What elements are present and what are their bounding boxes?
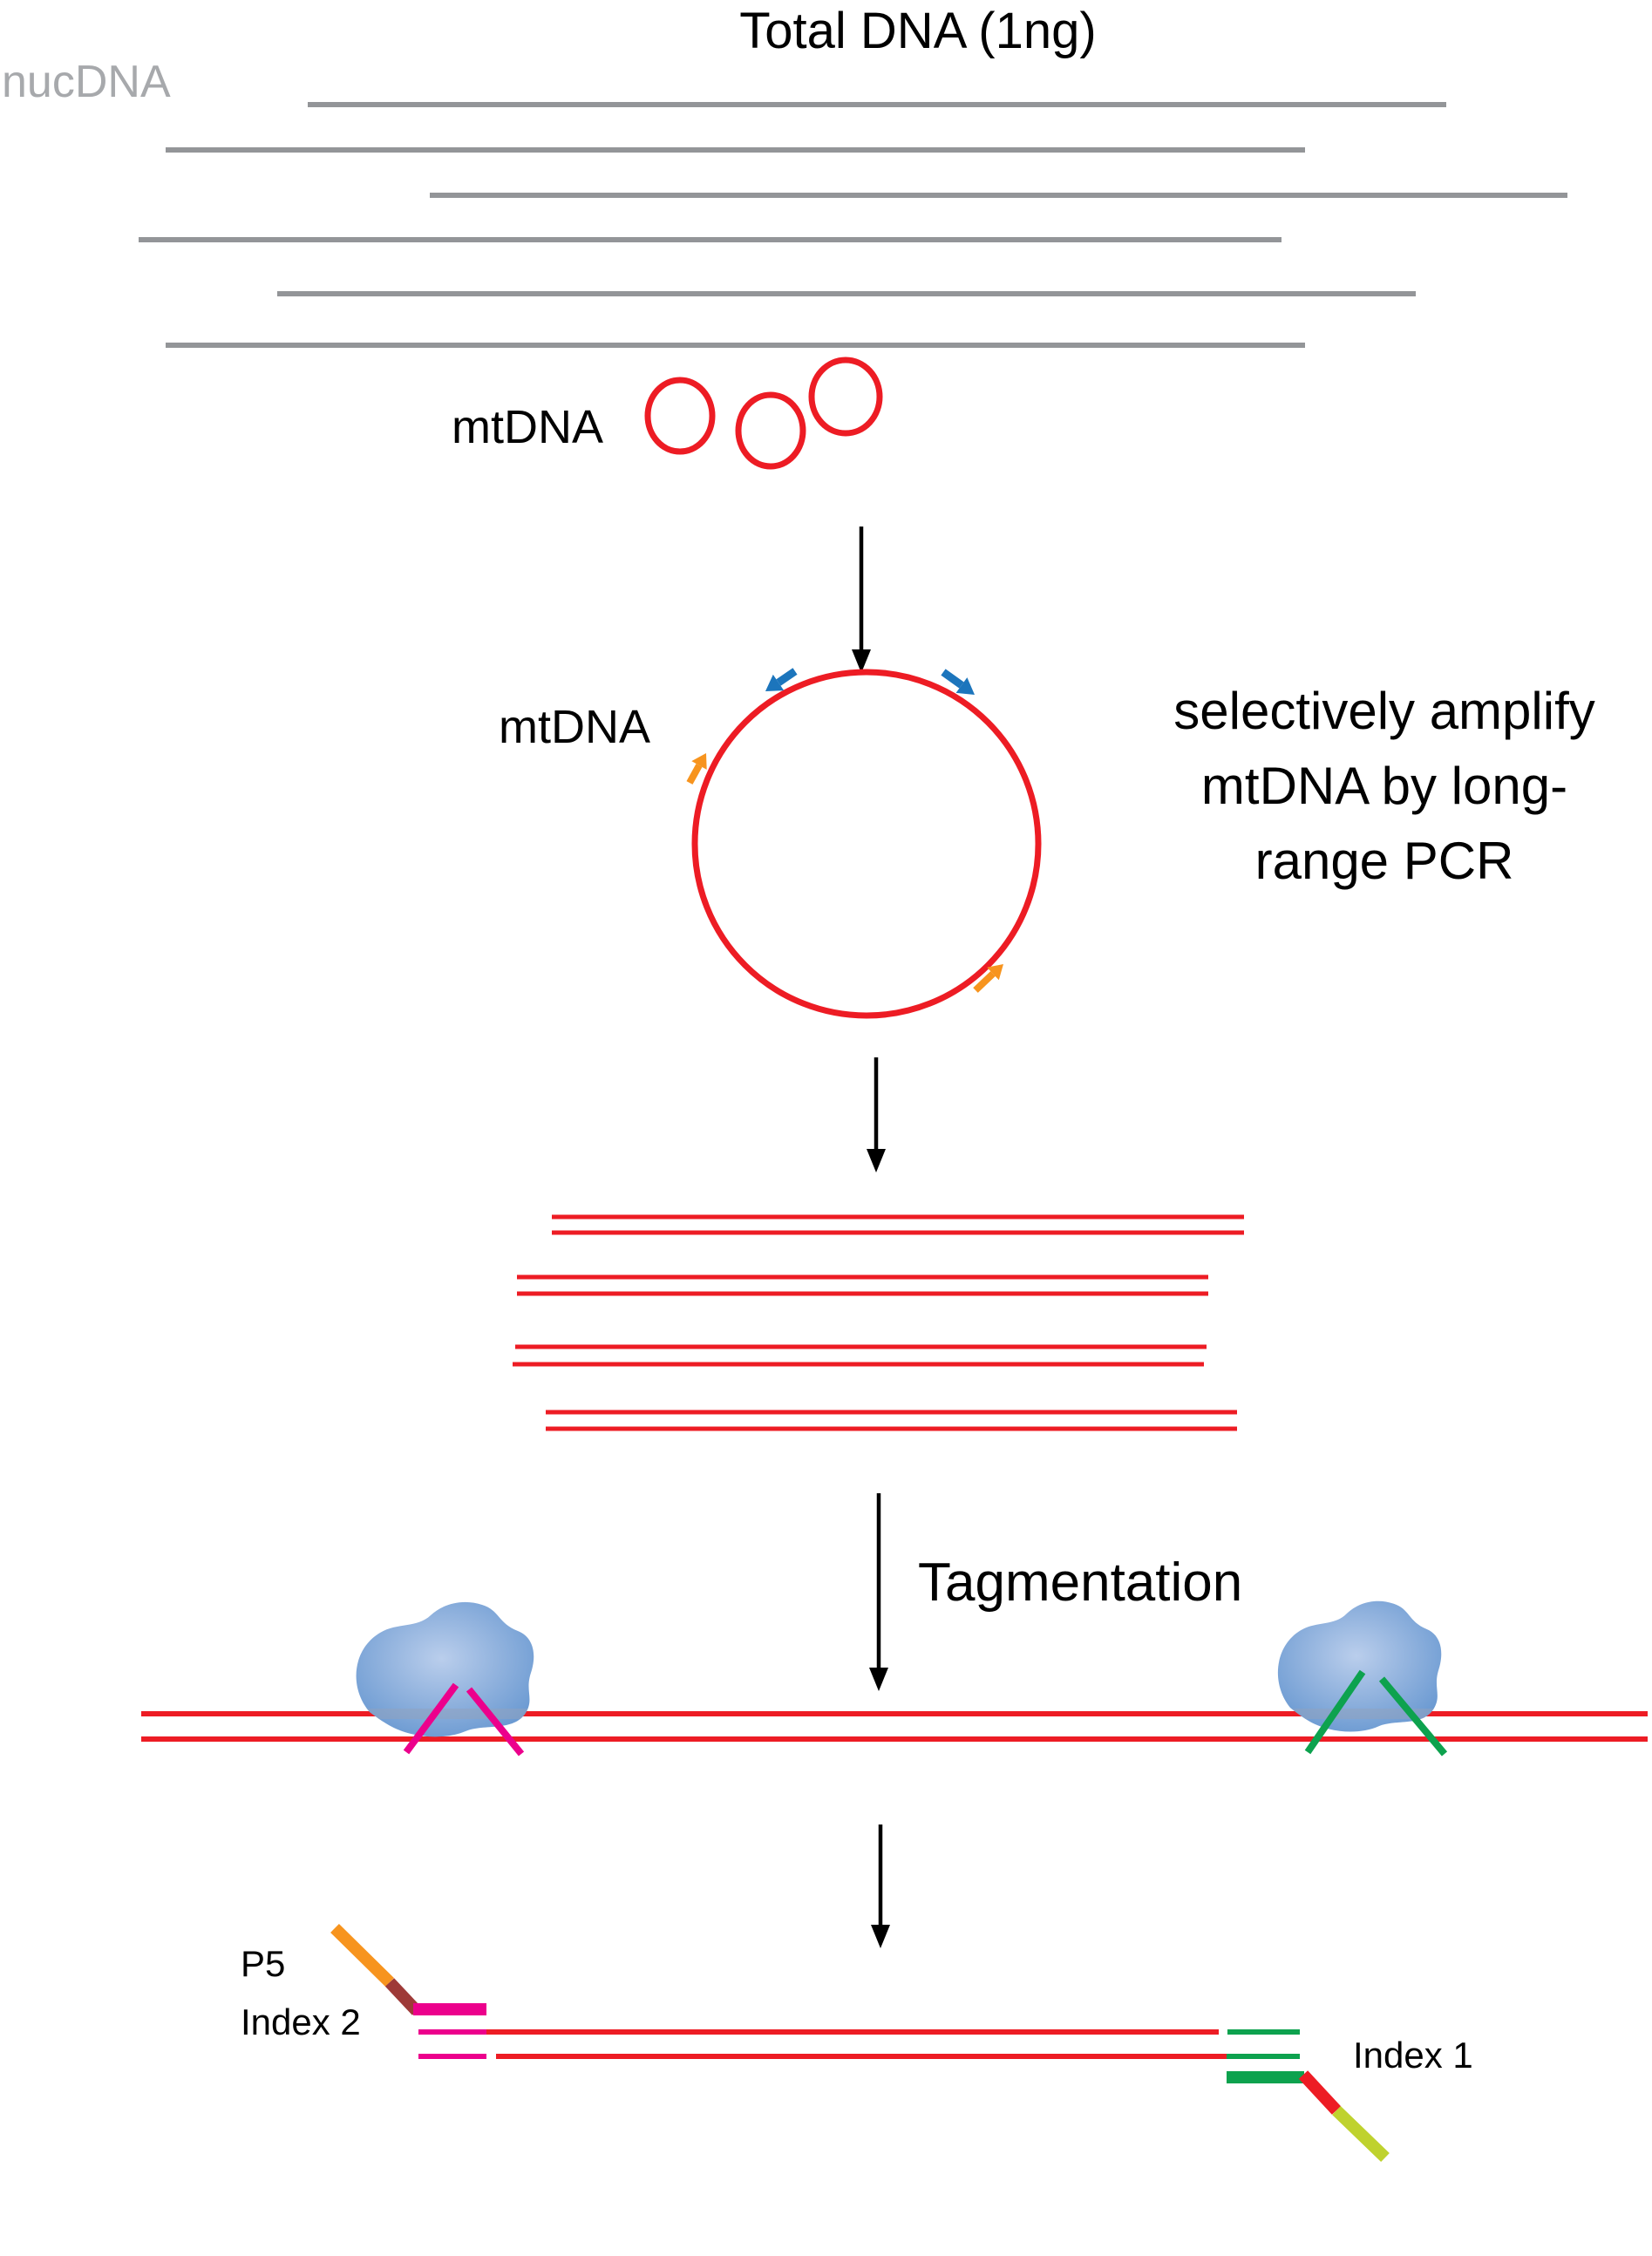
library-fragment xyxy=(330,1924,1390,2163)
bottom-strand-magenta xyxy=(418,2054,486,2059)
amplify-caption-line2: mtDNA by long- xyxy=(1201,757,1567,815)
adapter-legs-green xyxy=(1304,1669,1448,1757)
mtdna-circle-small xyxy=(808,357,883,437)
transposase-blob-right-line-shadow xyxy=(1277,1709,1442,1719)
tagmentation-label: Tagmentation xyxy=(918,1553,1242,1613)
p7-adapter-segment xyxy=(1332,2105,1390,2163)
mtdna-pool-label: mtDNA xyxy=(452,401,603,453)
mtdna-circle-label: mtDNA xyxy=(499,701,650,753)
index1-linker-segment xyxy=(1298,2070,1342,2115)
bottom-strand-green xyxy=(1227,2054,1300,2059)
primer-arrowhead-icon xyxy=(987,964,1003,981)
transposase-blob-left-line-shadow xyxy=(356,1709,534,1719)
pcr-primer-orange-right xyxy=(973,964,1003,993)
top-strand-magenta xyxy=(418,2029,486,2035)
pcr-primer-blue-right xyxy=(941,669,975,695)
pcr-products xyxy=(513,1214,1244,1431)
mtdna-circle-small xyxy=(644,377,716,455)
top-strand-insert xyxy=(486,2029,1219,2035)
nucdna-fragments xyxy=(139,102,1567,348)
flow-arrow-4 xyxy=(871,1825,890,1948)
index1-label: Index 1 xyxy=(1353,2035,1473,2076)
green-adapter-leg xyxy=(1304,1669,1366,1755)
index2-adapter-bar xyxy=(413,2003,486,2015)
nucdna-label: nucDNA xyxy=(2,57,171,107)
primer-arrowhead-icon xyxy=(955,677,975,695)
mtdna-pool-circles xyxy=(644,357,883,470)
amplify-caption-line3: range PCR xyxy=(1255,832,1514,890)
primer-arrowhead-icon xyxy=(691,753,707,770)
pcr-primer-blue-left xyxy=(765,668,798,691)
arrowhead-down-icon xyxy=(852,649,871,673)
primer-arrowhead-icon xyxy=(765,674,785,691)
mtdna-circle-small xyxy=(735,391,806,470)
mtdna-circle-large xyxy=(691,669,1042,1019)
amplify-caption: selectively amplify mtDNA by long- range… xyxy=(1173,682,1595,890)
amplify-caption-line1: selectively amplify xyxy=(1173,682,1595,740)
flow-arrow-2 xyxy=(867,1057,886,1172)
figure-title: Total DNA (1ng) xyxy=(739,3,1096,59)
p5-label: P5 xyxy=(241,1943,285,1984)
bottom-strand-insert xyxy=(496,2054,1227,2059)
magenta-adapter-leg xyxy=(403,1682,459,1755)
adapter-legs-magenta xyxy=(403,1682,525,1757)
flow-arrow-3 xyxy=(869,1493,888,1691)
green-adapter-leg xyxy=(1378,1676,1448,1757)
p5-adapter-segment xyxy=(330,1924,394,1987)
flow-arrow-1 xyxy=(852,527,871,673)
magenta-adapter-leg xyxy=(466,1687,525,1757)
arrowhead-down-icon xyxy=(869,1668,888,1691)
arrowhead-down-icon xyxy=(871,1925,890,1948)
arrowhead-down-icon xyxy=(867,1149,886,1172)
pcr-primer-orange-left xyxy=(686,753,707,785)
top-strand-green xyxy=(1227,2029,1300,2035)
p5-linker-segment xyxy=(384,1978,422,2015)
index2-label: Index 2 xyxy=(241,2001,361,2042)
index1-adapter-bar xyxy=(1227,2071,1304,2083)
